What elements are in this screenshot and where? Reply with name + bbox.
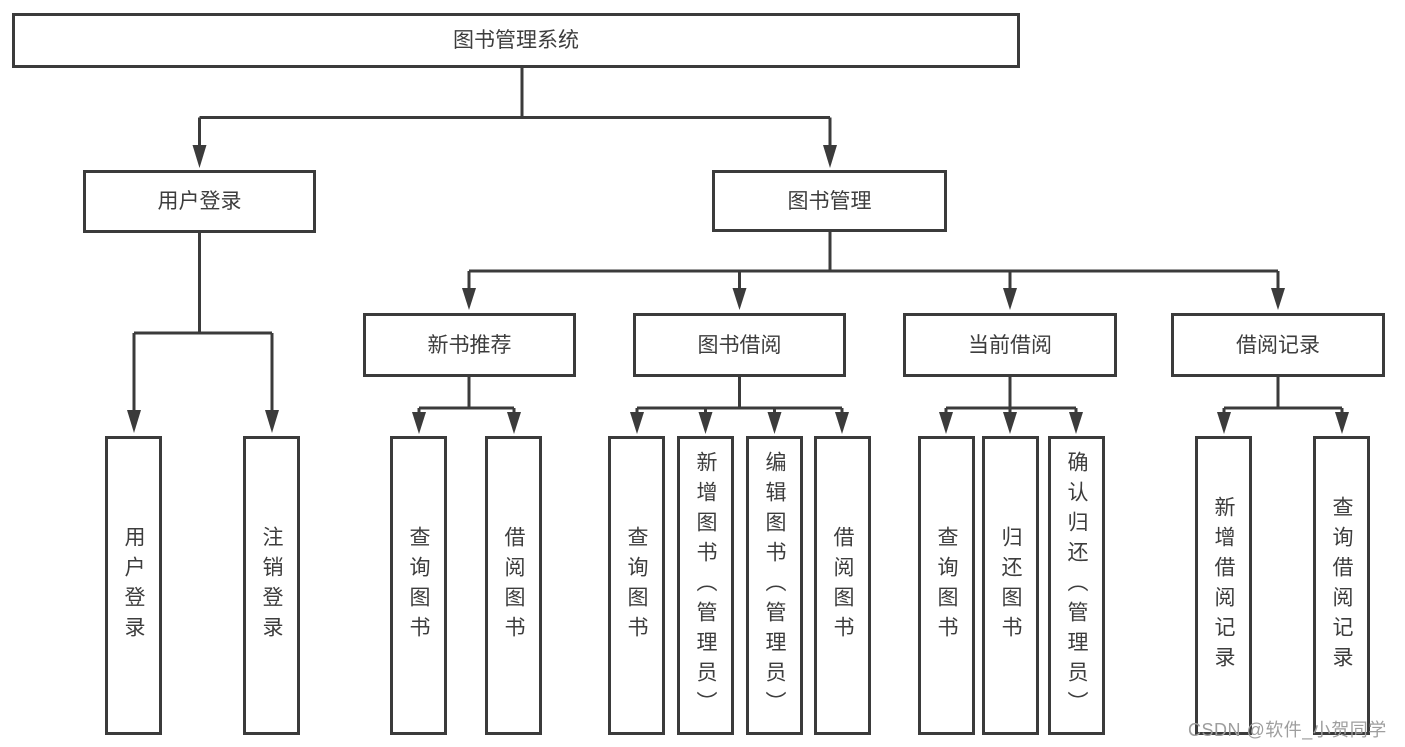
leaf-label: 用户登录 bbox=[122, 525, 145, 646]
node-borrowing-records: 借阅记录 bbox=[1171, 313, 1385, 377]
leaf-label: 查询图书 bbox=[935, 525, 958, 646]
leaf-user-login: 用户登录 bbox=[105, 436, 162, 735]
csdn-watermark: CSDN @软件_小贺同学 bbox=[1188, 720, 1387, 740]
leaf-borrow-books-recommend: 借阅图书 bbox=[485, 436, 542, 735]
leaf-query-borrow-record: 查询借阅记录 bbox=[1313, 436, 1370, 735]
leaf-label: 查询图书 bbox=[625, 525, 648, 646]
node-label: 新书推荐 bbox=[427, 333, 512, 357]
node-label: 当前借阅 bbox=[968, 333, 1052, 357]
node-root-library-system: 图书管理系统 bbox=[12, 13, 1020, 68]
leaf-return-books: 归还图书 bbox=[982, 436, 1039, 735]
node-user-login: 用户登录 bbox=[83, 170, 316, 233]
node-label: 用户登录 bbox=[157, 190, 242, 213]
leaf-label: 归还图书 bbox=[999, 525, 1022, 646]
leaf-query-books-recommend: 查询图书 bbox=[390, 436, 447, 735]
node-new-book-recommendation: 新书推荐 bbox=[363, 313, 576, 377]
leaf-label: 查询图书 bbox=[407, 525, 430, 646]
node-label: 图书借阅 bbox=[697, 333, 782, 357]
leaf-label: 借阅图书 bbox=[502, 525, 525, 646]
leaf-label: 编辑图书（管理员） bbox=[763, 450, 786, 721]
leaf-label: 查询借阅记录 bbox=[1330, 495, 1353, 676]
leaf-confirm-return-admin: 确认归还（管理员） bbox=[1048, 436, 1105, 735]
node-label: 图书管理系统 bbox=[453, 29, 579, 52]
node-book-borrowing: 图书借阅 bbox=[633, 313, 846, 377]
node-label: 借阅记录 bbox=[1236, 333, 1320, 357]
leaf-borrow-books-borrowing: 借阅图书 bbox=[814, 436, 871, 735]
arrowhead-icons bbox=[127, 145, 1349, 434]
leaf-add-books-admin: 新增图书（管理员） bbox=[677, 436, 734, 735]
leaf-logout-login: 注销登录 bbox=[243, 436, 300, 735]
leaf-add-borrow-record: 新增借阅记录 bbox=[1195, 436, 1252, 735]
leaf-label: 注销登录 bbox=[260, 525, 283, 646]
leaf-label: 新增图书（管理员） bbox=[694, 450, 717, 721]
node-label: 图书管理 bbox=[787, 189, 872, 213]
node-book-management: 图书管理 bbox=[712, 170, 947, 232]
leaf-label: 新增借阅记录 bbox=[1212, 495, 1235, 676]
leaf-label: 借阅图书 bbox=[831, 525, 854, 646]
leaf-edit-books-admin: 编辑图书（管理员） bbox=[746, 436, 803, 735]
leaf-query-books-current: 查询图书 bbox=[918, 436, 975, 735]
node-current-borrowing: 当前借阅 bbox=[903, 313, 1117, 377]
leaf-label: 确认归还（管理员） bbox=[1065, 450, 1088, 721]
leaf-query-books-borrowing: 查询图书 bbox=[608, 436, 665, 735]
